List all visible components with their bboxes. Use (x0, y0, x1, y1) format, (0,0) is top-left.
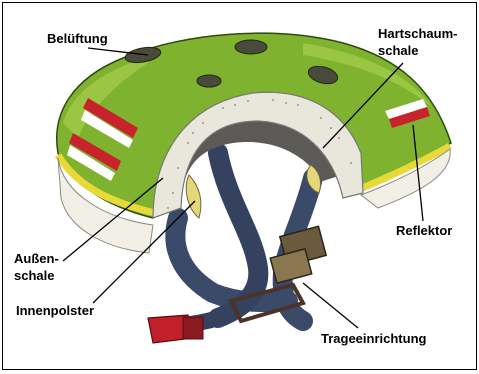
label-innenpolster-text: Innenpolster (16, 302, 94, 319)
diagram-frame: Belüftung Hartschaum- schale Reflektor A… (2, 2, 477, 370)
label-aussenschale: Außen- schale (14, 250, 59, 284)
label-innenpolster: Innenpolster (16, 302, 94, 319)
buckle-red (148, 315, 203, 343)
label-beluftung-text: Belüftung (47, 30, 108, 47)
label-reflektor-text: Reflektor (396, 222, 452, 239)
label-aussen-line2: schale (14, 267, 59, 284)
label-trageeinrichtung: Trageeinrichtung (321, 330, 426, 347)
label-trage-text: Trageeinrichtung (321, 330, 426, 347)
label-hartschaum-line2: schale (378, 42, 457, 59)
label-aussen-line1: Außen- (14, 250, 59, 267)
label-beluftung: Belüftung (47, 30, 108, 47)
label-hartschaum-line1: Hartschaum- (378, 25, 457, 42)
label-reflektor: Reflektor (396, 222, 452, 239)
label-hartschaumschale: Hartschaum- schale (378, 25, 457, 59)
inner-pad-left (186, 175, 201, 218)
